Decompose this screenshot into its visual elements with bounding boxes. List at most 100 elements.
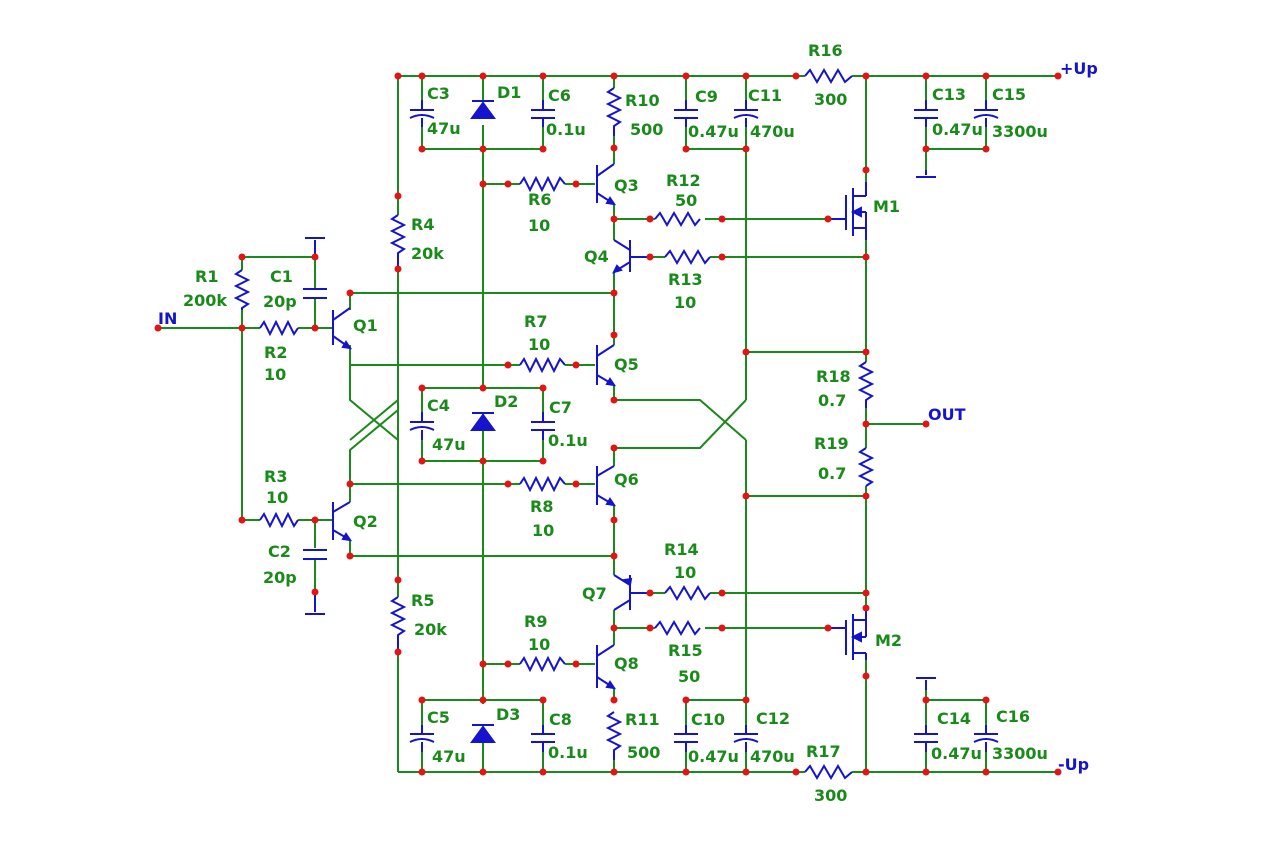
filled-symbols xyxy=(341,100,862,743)
r15-value: 50 xyxy=(678,667,700,686)
r13-ref: R13 xyxy=(668,270,703,289)
q3-ref: Q3 xyxy=(614,176,639,195)
c3-ref: C3 xyxy=(427,84,450,103)
r2-ref: R2 xyxy=(264,343,287,362)
c12-ref: C12 xyxy=(756,709,790,728)
resistor-r5 xyxy=(389,596,407,652)
r6-ref: R6 xyxy=(528,190,551,209)
r1-ref: R1 xyxy=(195,267,218,286)
q2-ref: Q2 xyxy=(353,512,378,531)
c4-ref: C4 xyxy=(427,396,450,415)
r17-value: 300 xyxy=(814,786,847,805)
resistor-r18 xyxy=(857,361,875,408)
resistor-r4 xyxy=(389,214,407,269)
c8-ref: C8 xyxy=(549,710,572,729)
c16-ref: C16 xyxy=(996,707,1030,726)
c8-value: 0.1u xyxy=(548,743,588,762)
resistor-r1 xyxy=(233,269,251,310)
r14-value: 10 xyxy=(674,563,696,582)
c11-ref: C11 xyxy=(748,86,782,105)
capacitor-c9 xyxy=(674,100,698,127)
r9-ref: R9 xyxy=(524,612,547,631)
capacitor-c14 xyxy=(914,725,938,752)
r18-ref: R18 xyxy=(816,367,851,386)
resistor-r10 xyxy=(605,87,623,136)
diode-d1-triangle xyxy=(470,101,496,119)
c15-value: 3300u xyxy=(992,122,1048,141)
m1-ref: M1 xyxy=(873,197,900,216)
capacitor-c11 xyxy=(733,100,759,127)
transistor-q2 xyxy=(332,501,351,541)
c7-ref: C7 xyxy=(549,398,572,417)
resistor-r8 xyxy=(519,475,566,493)
c4-value: 47u xyxy=(432,435,466,454)
c15-ref: C15 xyxy=(992,85,1026,104)
transistor-q1 xyxy=(332,307,351,349)
resistor-r9 xyxy=(519,655,566,673)
net-label-in: IN xyxy=(158,309,177,328)
components xyxy=(233,68,999,780)
resistor-r7 xyxy=(519,356,566,374)
c12-value: 470u xyxy=(750,747,795,766)
d2-ref: D2 xyxy=(494,392,518,411)
r19-ref: R19 xyxy=(814,434,849,453)
c9-value: 0.47u xyxy=(688,122,739,141)
q4-ref: Q4 xyxy=(584,247,609,266)
r10-value: 500 xyxy=(630,120,663,139)
d3-ref: D3 xyxy=(496,705,520,724)
q1-ref: Q1 xyxy=(353,316,378,335)
resistor-r2 xyxy=(259,319,299,337)
r19-value: 0.7 xyxy=(818,464,846,483)
r12-value: 50 xyxy=(675,191,697,210)
resistor-r15 xyxy=(654,620,701,636)
r7-value: 10 xyxy=(528,335,550,354)
r10-ref: R10 xyxy=(625,91,660,110)
c5-ref: C5 xyxy=(427,708,450,727)
resistor-r3 xyxy=(259,511,299,529)
c10-value: 0.47u xyxy=(688,747,739,766)
diode-d3-triangle xyxy=(470,725,496,743)
c2-ref: C2 xyxy=(268,542,291,561)
c14-value: 0.47u xyxy=(931,744,982,763)
capacitor-c8 xyxy=(531,725,555,752)
c6-ref: C6 xyxy=(548,86,571,105)
capacitor-c2 xyxy=(303,549,327,560)
net-label-vneg: -Up xyxy=(1058,755,1089,774)
r4-ref: R4 xyxy=(411,215,434,234)
r11-value: 500 xyxy=(627,743,660,762)
r2-value: 10 xyxy=(264,365,286,384)
d1-ref: D1 xyxy=(497,83,521,102)
c10-ref: C10 xyxy=(691,710,725,729)
r14-ref: R14 xyxy=(664,540,699,559)
transistor-q7 xyxy=(613,574,650,611)
resistor-r13 xyxy=(664,249,711,265)
resistor-r6 xyxy=(519,175,566,193)
q8-ref: Q8 xyxy=(614,654,639,673)
diode-d2-triangle xyxy=(470,413,496,431)
r1-value: 200k xyxy=(183,291,227,310)
net-label-out: OUT xyxy=(928,405,966,424)
transistor-q6 xyxy=(596,465,615,506)
m2-ref: M2 xyxy=(875,631,902,650)
capacitor-c6 xyxy=(531,100,555,127)
capacitor-c15 xyxy=(973,100,999,127)
r16-ref: R16 xyxy=(808,41,843,60)
c16-value: 3300u xyxy=(992,744,1048,763)
capacitor-c7 xyxy=(531,412,555,440)
c14-ref: C14 xyxy=(937,709,971,728)
r17-ref: R17 xyxy=(806,742,841,761)
c11-value: 470u xyxy=(750,122,795,141)
r8-ref: R8 xyxy=(530,497,553,516)
resistor-r16 xyxy=(804,68,853,84)
c7-value: 0.1u xyxy=(548,431,588,450)
r13-value: 10 xyxy=(674,293,696,312)
r7-ref: R7 xyxy=(524,312,547,331)
capacitor-c4 xyxy=(409,412,435,440)
r6-value: 10 xyxy=(528,216,550,235)
r18-value: 0.7 xyxy=(818,391,846,410)
r5-value: 20k xyxy=(414,620,447,639)
r4-value: 20k xyxy=(411,244,444,263)
c1-ref: C1 xyxy=(270,267,293,286)
r3-ref: R3 xyxy=(264,467,287,486)
